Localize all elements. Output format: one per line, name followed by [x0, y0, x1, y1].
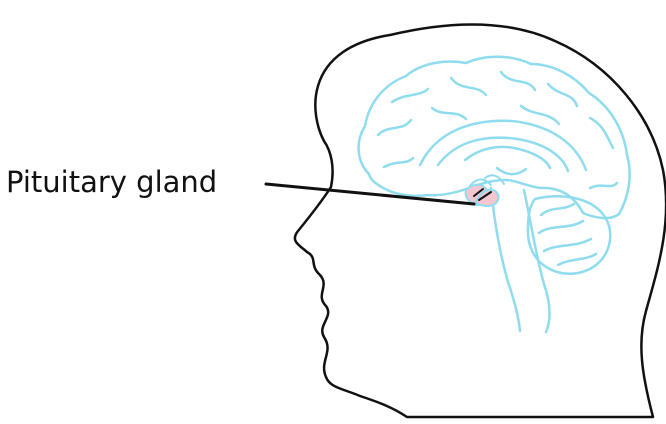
pituitary-gland-label: Pituitary gland [6, 162, 217, 202]
corpus-callosum [420, 121, 586, 171]
brainstem [491, 168, 550, 332]
brain-cerebellum [528, 196, 610, 273]
head-outline [295, 24, 666, 417]
